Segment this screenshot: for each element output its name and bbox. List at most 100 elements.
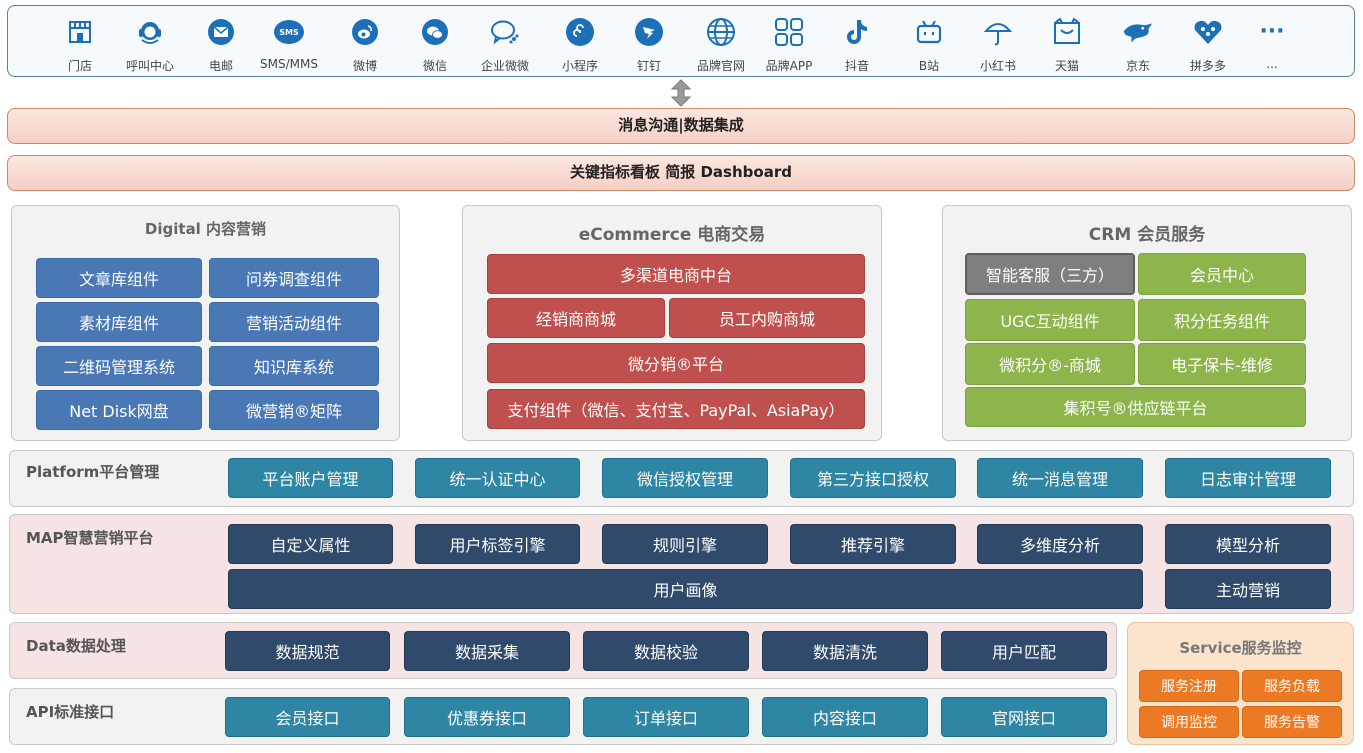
digital-item[interactable]: 营销活动组件 [209,302,379,342]
service-panel: Service服务监控 服务注册 服务负载 调用监控 服务告警 [1127,622,1354,745]
channel-pinduoduo[interactable]: 拼多多 [1173,6,1243,78]
channel-label: 京东 [1125,59,1150,73]
crm-item[interactable]: 积分任务组件 [1138,299,1306,341]
sms-icon: SMS [273,16,305,48]
headset-icon [134,16,166,48]
data-item[interactable]: 数据校验 [583,631,749,671]
data-item[interactable]: 数据清洗 [762,631,928,671]
platform-item[interactable]: 第三方接口授权 [790,458,956,498]
channel-label: 品牌APP [765,59,813,73]
map-title: MAP智慧营销平台 [26,529,154,547]
channel-label: 小程序 [561,59,598,73]
map-item[interactable]: 模型分析 [1165,524,1331,564]
channel-callcenter[interactable]: 呼叫中心 [115,6,185,78]
data-item[interactable]: 数据规范 [225,631,390,671]
wechat-icon [419,16,451,48]
platform-title: Platform平台管理 [26,463,160,481]
channel-store[interactable]: 门店 [45,6,115,78]
app-grid-icon [773,16,805,48]
service-item[interactable]: 服务注册 [1139,670,1239,702]
bilibili-icon [913,16,945,48]
ecommerce-item[interactable]: 支付组件（微信、支付宝、PayPal、AsiaPay） [487,389,865,429]
channel-label: 门店 [67,59,92,73]
digital-panel: Digital 内容营销 文章库组件 问券调查组件 素材库组件 营销活动组件 二… [11,205,400,441]
digital-item[interactable]: Net Disk网盘 [36,390,202,430]
platform-item[interactable]: 统一认证中心 [415,458,580,498]
channel-weibo[interactable]: 微博 [330,6,400,78]
channel-label: 微博 [352,59,377,73]
service-title: Service服务监控 [1179,639,1302,657]
digital-item[interactable]: 二维码管理系统 [36,346,202,386]
map-item[interactable]: 推荐引擎 [790,524,956,564]
channel-douyin[interactable]: 抖音 [822,6,892,78]
data-title: Data数据处理 [26,637,126,655]
data-item[interactable]: 用户匹配 [941,631,1107,671]
crm-item[interactable]: 智能客服（三方） [965,253,1135,295]
platform-item[interactable]: 微信授权管理 [602,458,768,498]
channel-miniprogram[interactable]: 小程序 [545,6,615,78]
channel-mail[interactable]: 电邮 [186,6,256,78]
channel-label: B站 [918,59,940,73]
platform-item[interactable]: 平台账户管理 [228,458,393,498]
data-item[interactable]: 数据采集 [404,631,570,671]
map-item[interactable]: 主动营销 [1165,569,1331,609]
map-item[interactable]: 多维度分析 [977,524,1143,564]
ecommerce-item[interactable]: 微分销®平台 [487,343,865,383]
data-row: Data数据处理 数据规范 数据采集 数据校验 数据清洗 用户匹配 [9,622,1117,679]
dashboard-banner: 关键指标看板 简报 Dashboard [7,155,1355,191]
service-item[interactable]: 服务负载 [1242,670,1342,702]
channel-wecom[interactable]: 企业微微 [470,6,540,78]
digital-item[interactable]: 素材库组件 [36,302,202,342]
crm-item[interactable]: 会员中心 [1138,253,1306,295]
tmall-icon [1051,16,1083,48]
crm-item[interactable]: 电子保卡-维修 [1138,343,1306,385]
api-item[interactable]: 订单接口 [583,697,749,737]
channel-jd[interactable]: 京东 [1103,6,1173,78]
map-item[interactable]: 自定义属性 [228,524,393,564]
platform-item[interactable]: 日志审计管理 [1165,458,1331,498]
map-item[interactable]: 用户标签引擎 [415,524,580,564]
ecommerce-panel: eCommerce 电商交易 多渠道电商中台 经销商商城 员工内购商城 微分销®… [462,205,882,441]
api-item[interactable]: 内容接口 [762,697,928,737]
ecommerce-item[interactable]: 多渠道电商中台 [487,254,865,294]
api-item[interactable]: 优惠券接口 [404,697,570,737]
channel-xiaohongshu[interactable]: 小红书 [963,6,1033,78]
channel-label: 小红书 [979,59,1016,73]
channel-label: ... [1266,57,1278,71]
miniprogram-icon [564,16,596,48]
douyin-icon [841,16,873,48]
channel-label: 呼叫中心 [125,59,174,73]
channel-label: 微信 [422,59,447,73]
umbrella-icon [982,16,1014,48]
digital-item[interactable]: 文章库组件 [36,258,202,298]
messaging-banner: 消息沟通|数据集成 [7,108,1355,144]
crm-item[interactable]: UGC互动组件 [965,299,1135,341]
digital-item[interactable]: 问券调查组件 [209,258,379,298]
map-item[interactable]: 用户画像 [228,569,1143,609]
channel-wechat[interactable]: 微信 [400,6,470,78]
digital-item[interactable]: 微营销®矩阵 [209,390,379,430]
channel-app[interactable]: 品牌APP [754,6,824,78]
api-title: API标准接口 [26,703,115,721]
service-item[interactable]: 调用监控 [1139,706,1239,738]
channel-more[interactable]: ··· ... [1237,6,1307,78]
channel-dingtalk[interactable]: 钉钉 [614,6,684,78]
ecommerce-item[interactable]: 员工内购商城 [669,298,865,338]
service-item[interactable]: 服务告警 [1242,706,1342,738]
ecommerce-item[interactable]: 经销商商城 [487,298,665,338]
weibo-icon [349,16,381,48]
platform-row: Platform平台管理 平台账户管理 统一认证中心 微信授权管理 第三方接口授… [9,450,1354,507]
channel-tmall[interactable]: 天猫 [1032,6,1102,78]
api-item[interactable]: 会员接口 [225,697,390,737]
digital-item[interactable]: 知识库系统 [209,346,379,386]
map-item[interactable]: 规则引擎 [602,524,768,564]
api-row: API标准接口 会员接口 优惠券接口 订单接口 内容接口 官网接口 [9,688,1117,745]
map-row: MAP智慧营销平台 自定义属性 用户标签引擎 规则引擎 推荐引擎 多维度分析 模… [9,514,1354,614]
api-item[interactable]: 官网接口 [941,697,1107,737]
crm-item[interactable]: 微积分®-商城 [965,343,1135,385]
crm-item[interactable]: 集积号®供应链平台 [965,387,1306,427]
channel-website[interactable]: 品牌官网 [686,6,756,78]
channel-sms[interactable]: SMS SMS/MMS [254,6,324,78]
platform-item[interactable]: 统一消息管理 [977,458,1143,498]
channel-bilibili[interactable]: B站 [894,6,964,78]
